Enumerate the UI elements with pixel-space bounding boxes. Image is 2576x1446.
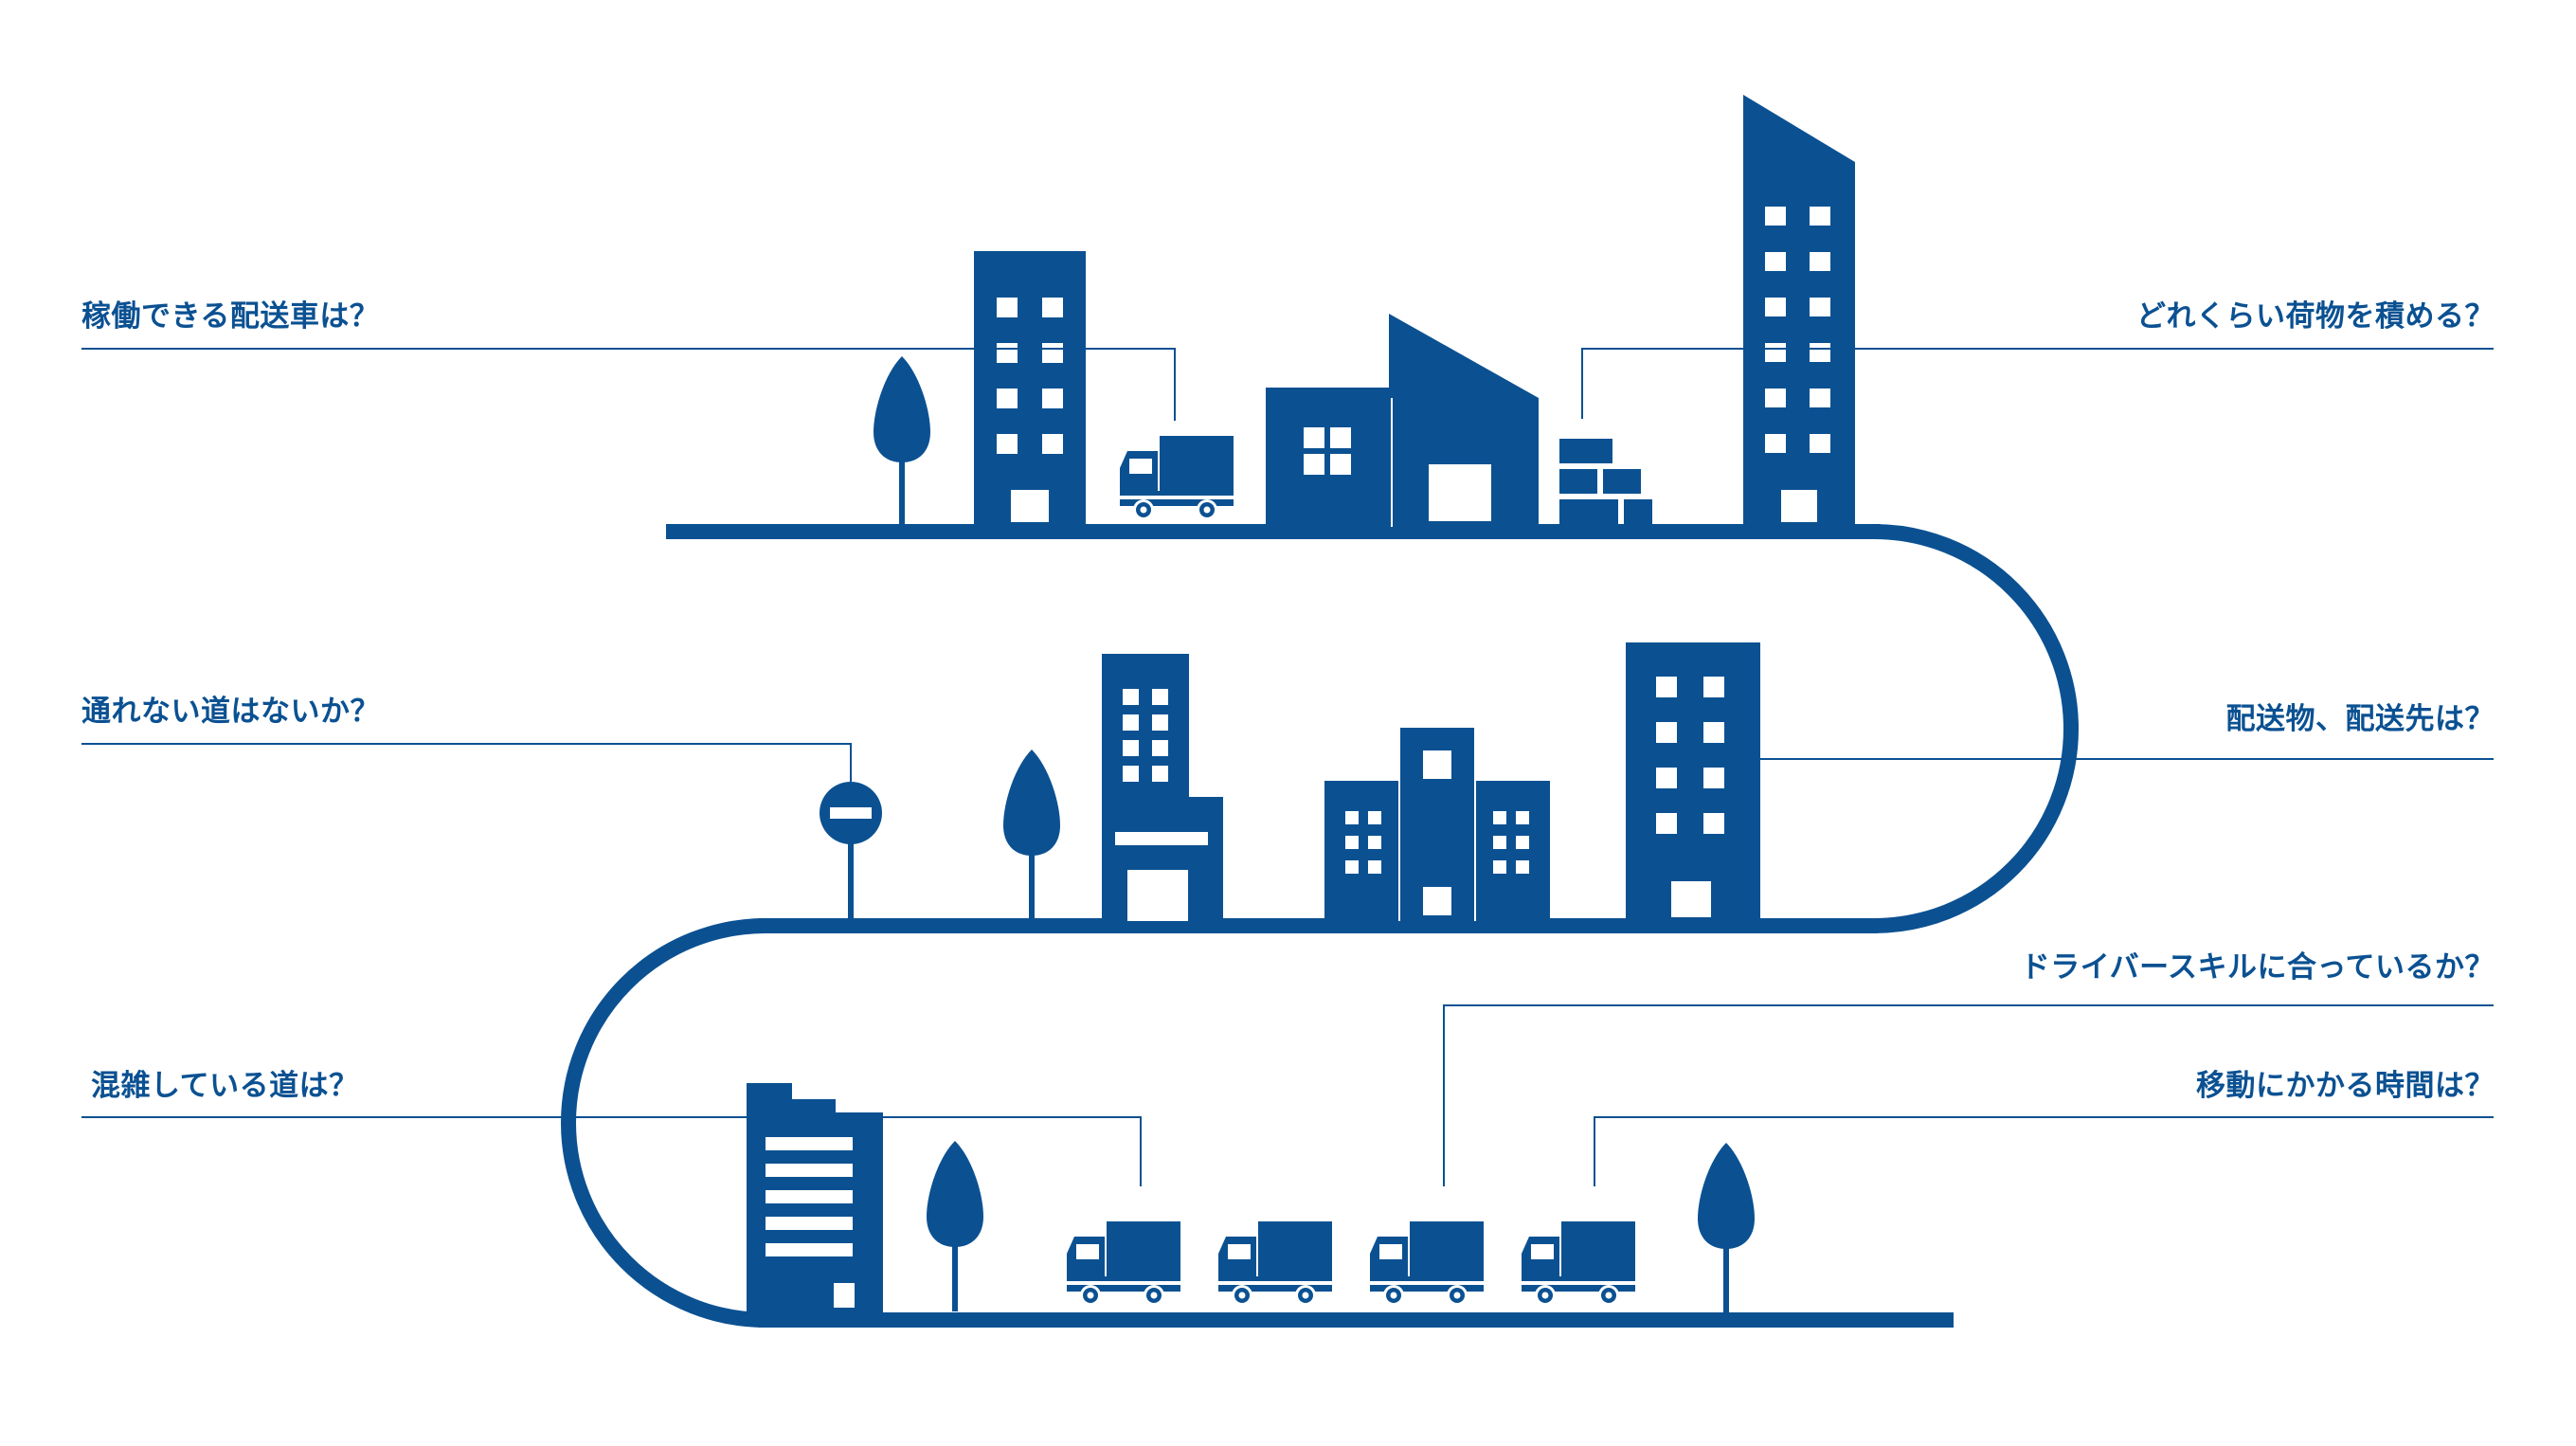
callout-lines xyxy=(81,348,2494,1186)
office-building-icon xyxy=(1102,654,1223,921)
callout-line-operating-vehicles xyxy=(81,348,1176,421)
office-building-icon xyxy=(1626,642,1760,921)
middle-row xyxy=(820,642,1760,921)
tree-icon xyxy=(1698,1143,1755,1313)
road-curve-right xyxy=(1873,524,2079,933)
question-cargo-volume: どれくらい荷物を積める？ xyxy=(2136,299,2495,334)
office-building-icon xyxy=(1266,388,1389,527)
delivery-truck-icon xyxy=(1120,436,1234,520)
question-operating-vehicles: 稼働できる配送車は？ xyxy=(81,299,380,334)
question-driver-skill: ドライバースキルに合っているか？ xyxy=(2020,950,2495,985)
tree-icon xyxy=(874,356,930,527)
question-impassable-roads: 通れない道はないか？ xyxy=(81,695,380,729)
office-building-icon xyxy=(1743,95,1855,527)
callout-line-impassable-roads xyxy=(81,743,852,782)
road xyxy=(561,524,2079,1328)
delivery-truck-icon xyxy=(1067,1221,1180,1306)
callout-line-driver-skill xyxy=(1443,1004,2494,1186)
no-entry-sign-icon xyxy=(820,782,882,921)
callout-line-travel-time xyxy=(1594,1116,2494,1186)
callout-line-cargo-volume xyxy=(1581,348,2494,419)
road-bottom xyxy=(758,1312,1954,1328)
office-building-icon xyxy=(1324,728,1550,921)
delivery-truck-icon xyxy=(1218,1221,1332,1306)
callout-line-congested-roads xyxy=(81,1116,1142,1186)
office-building-icon xyxy=(747,1083,883,1315)
road-top xyxy=(666,524,1881,539)
question-congested-roads: 混雑している道は？ xyxy=(91,1069,359,1103)
stacked-boxes-icon xyxy=(1559,439,1652,526)
warehouse-icon xyxy=(1389,314,1539,527)
question-travel-time: 移動にかかる時間は？ xyxy=(2196,1069,2495,1103)
question-destinations: 配送物、配送先は？ xyxy=(2225,702,2495,736)
road-middle xyxy=(758,918,1878,933)
delivery-truck-icon xyxy=(1522,1221,1635,1306)
road-curve-left xyxy=(561,918,766,1328)
bottom-row xyxy=(747,1083,1755,1315)
delivery-truck-icon xyxy=(1370,1221,1484,1306)
office-building-icon xyxy=(974,251,1086,527)
top-row xyxy=(874,95,1855,527)
tree-icon xyxy=(927,1141,983,1311)
tree-icon xyxy=(1003,750,1060,920)
